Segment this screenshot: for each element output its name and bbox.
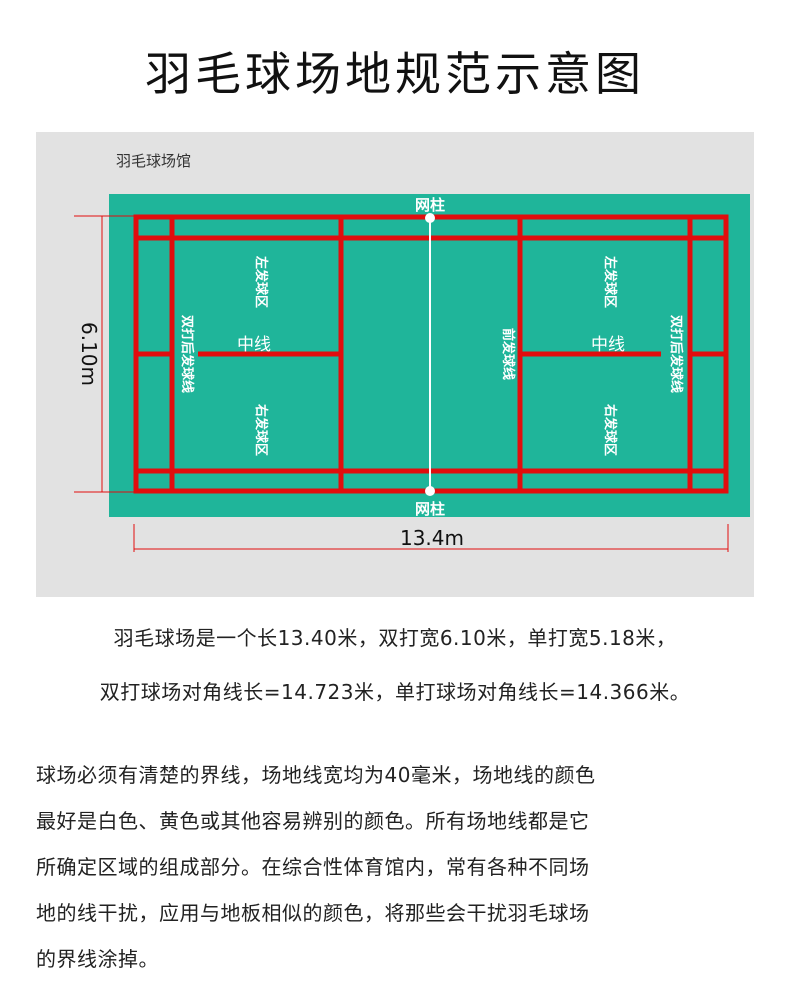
- width-dimension-label: 6.10m: [77, 322, 101, 386]
- net-post-bottom: [425, 486, 435, 496]
- paragraph-line-1: 球场必须有清楚的界线，场地线宽均为40毫米，场地线的颜色: [36, 763, 596, 787]
- summary-line-1: 羽毛球场是一个长13.40米，双打宽6.10米，单打宽5.18米，: [113, 626, 677, 650]
- venue-label: 羽毛球场馆: [116, 152, 192, 170]
- center-line-label-right: 中线: [591, 335, 625, 355]
- length-dimension-label: 13.4m: [400, 526, 464, 550]
- paragraph-line-2: 最好是白色、黄色或其他容易辨别的颜色。所有场地线都是它: [36, 809, 590, 833]
- length-dimension: [133, 524, 729, 552]
- paragraph-line-4: 地的线干扰，应用与地板相似的颜色，将那些会干扰羽毛球场: [36, 901, 590, 925]
- post-label-bottom: 网柱: [415, 500, 445, 518]
- doubles-long-label-left: 双打后发球线: [179, 315, 195, 393]
- paragraph: 球场必须有清楚的界线，场地线宽均为40毫米，场地线的颜色 最好是白色、黄色或其他…: [36, 752, 756, 982]
- diagram-panel: 羽毛球场馆 网柱 网柱 中: [36, 132, 754, 597]
- page-title: 羽毛球场地规范示意图: [145, 47, 645, 101]
- paragraph-line-3: 所确定区域的组成部分。在综合性体育馆内，常有各种不同场: [36, 855, 590, 879]
- left-zone-upper-label: 左发球区: [253, 256, 269, 308]
- summary-line-2: 双打球场对角线长=14.723米，单打球场对角线长=14.366米。: [99, 680, 691, 704]
- short-service-label: 前发球线: [500, 328, 516, 380]
- right-zone-upper-label: 左发球区: [602, 256, 618, 308]
- post-label-top: 网柱: [415, 196, 445, 214]
- doubles-long-label-right: 双打后发球线: [668, 315, 684, 393]
- left-zone-lower-label: 右发球区: [253, 403, 269, 456]
- court-diagram: 网柱 网柱 中线 中线 左发球区 右发球区 双打后发球线 前发球线 左发球区 右…: [74, 194, 750, 552]
- right-zone-lower-label: 右发球区: [602, 403, 618, 456]
- net-post-top: [425, 213, 435, 223]
- width-dimension: [74, 215, 136, 493]
- center-line-label-left: 中线: [237, 335, 271, 355]
- paragraph-line-5: 的界线涂掉。: [36, 947, 159, 971]
